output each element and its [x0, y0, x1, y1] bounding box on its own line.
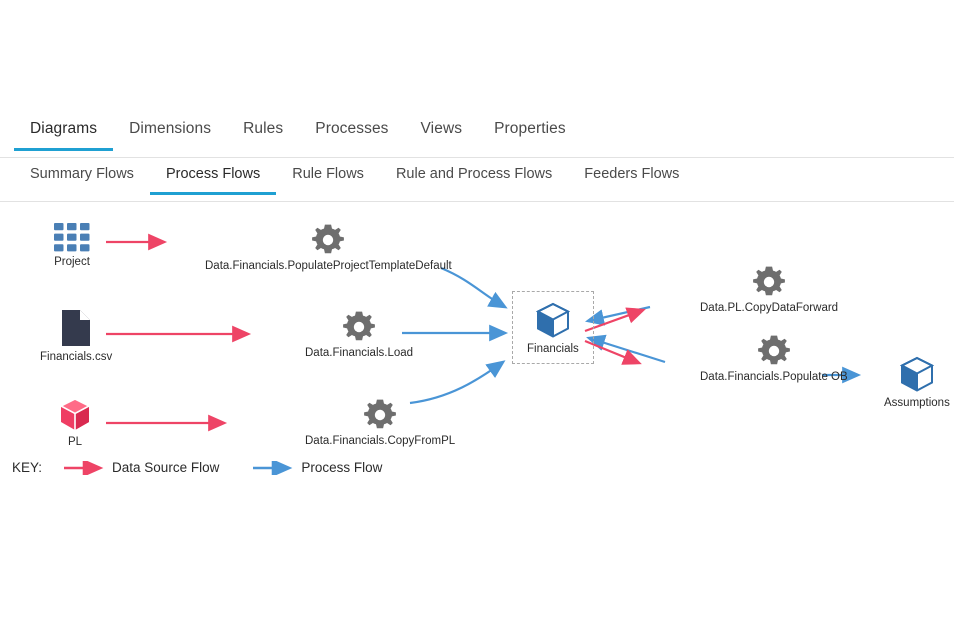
node-assumptions[interactable]: Assumptions: [884, 356, 950, 411]
legend-label-data-source-flow: Data Source Flow: [112, 460, 220, 475]
gear-icon: [342, 310, 376, 344]
node-label-populate-project-template-default: Data.Financials.PopulateProjectTemplateD…: [205, 260, 452, 272]
gear-icon: [752, 265, 786, 299]
red-arrow-icon: [64, 460, 104, 475]
tab-feeders-flows[interactable]: Feeders Flows: [584, 166, 680, 182]
document-icon: [60, 310, 92, 348]
node-financials-load[interactable]: Data.Financials.Load: [305, 310, 413, 361]
edge-populate-template-to-financials: [440, 266, 508, 309]
node-label-financials: Financials: [527, 343, 579, 355]
node-financials-csv[interactable]: Financials.csv: [40, 310, 112, 365]
node-label-pl-copydataforward: Data.PL.CopyDataForward: [700, 302, 839, 314]
legend-item-process-flow: Process Flow: [251, 460, 382, 475]
primary-tab-bar: Diagrams Dimensions Rules Processes View…: [0, 112, 954, 158]
legend-item-data-source-flow: Data Source Flow: [62, 460, 219, 475]
edge-copydataforward-to-financials: [584, 305, 651, 326]
tab-summary-flows[interactable]: Summary Flows: [30, 166, 134, 182]
cube-blue-icon: [535, 302, 571, 340]
diagram-canvas[interactable]: Project Financials.csv PL: [0, 202, 954, 636]
tab-diagrams[interactable]: Diagrams: [14, 112, 114, 151]
edge-copyfrompl-to-financials: [409, 360, 506, 405]
cube-blue-icon: [899, 356, 935, 394]
tab-processes[interactable]: Processes: [315, 120, 389, 137]
node-label-assumptions: Assumptions: [884, 397, 950, 409]
node-label-financials-csv: Financials.csv: [40, 351, 113, 363]
tab-process-flows[interactable]: Process Flows: [149, 158, 277, 195]
tab-rule-and-process-flows[interactable]: Rule and Process Flows: [395, 166, 553, 182]
grid-icon: [54, 223, 90, 253]
node-project[interactable]: Project: [54, 223, 90, 270]
secondary-tab-bar: Summary Flows Process Flows Rule Flows R…: [0, 158, 954, 202]
tab-views[interactable]: Views: [420, 120, 463, 137]
node-label-project: Project: [54, 256, 90, 268]
node-pl[interactable]: PL: [58, 397, 92, 450]
node-label-financials-populate-ob: Data.Financials.Populate OB: [700, 371, 848, 383]
node-label-financials-load: Data.Financials.Load: [305, 347, 414, 359]
tab-rule-flows[interactable]: Rule Flows: [292, 166, 364, 182]
gear-icon: [311, 223, 345, 257]
gear-icon: [363, 398, 397, 432]
top-whitespace: [0, 0, 954, 112]
node-financials[interactable]: Financials: [512, 291, 594, 364]
tab-dimensions[interactable]: Dimensions: [129, 120, 212, 137]
blue-arrow-icon: [253, 460, 293, 475]
legend: KEY: Data Source Flow: [12, 460, 382, 475]
node-label-financials-copyfrompl: Data.Financials.CopyFromPL: [305, 435, 456, 447]
node-populate-project-template-default[interactable]: Data.Financials.PopulateProjectTemplateD…: [205, 223, 452, 274]
node-financials-populate-ob[interactable]: Data.Financials.Populate OB: [700, 334, 848, 385]
legend-key-label: KEY:: [12, 460, 43, 475]
tab-properties[interactable]: Properties: [494, 120, 566, 137]
node-pl-copydataforward[interactable]: Data.PL.CopyDataForward: [700, 265, 838, 316]
edge-populateob-to-financials: [586, 334, 666, 364]
legend-label-process-flow: Process Flow: [301, 460, 383, 475]
cube-pink-icon: [58, 397, 92, 433]
gear-icon: [757, 334, 791, 368]
tab-rules[interactable]: Rules: [243, 120, 284, 137]
node-financials-copyfrompl[interactable]: Data.Financials.CopyFromPL: [305, 398, 455, 449]
node-label-pl: PL: [67, 436, 83, 448]
